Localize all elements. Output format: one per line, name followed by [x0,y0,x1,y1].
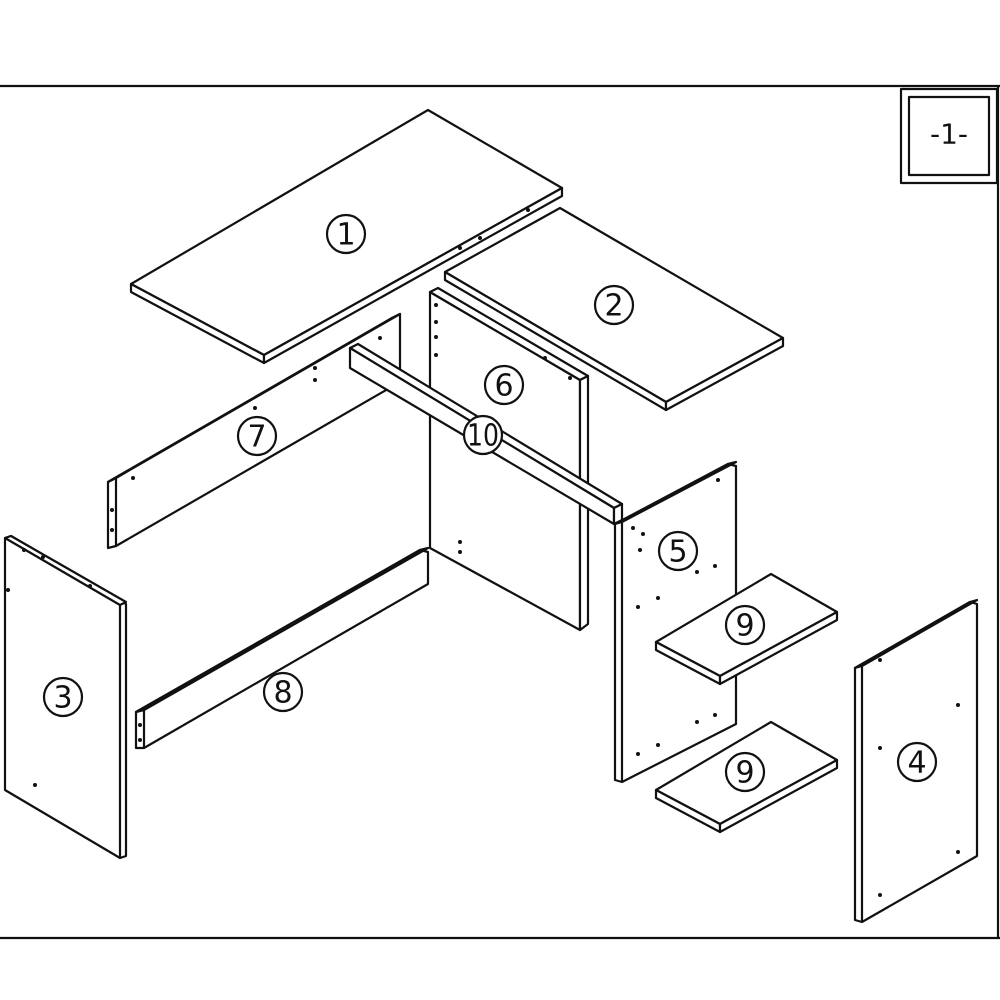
callout-circle-9b [724,751,766,793]
part-label-8: 8 [273,676,292,711]
callout-circle-7 [236,415,278,457]
callout-circle-9a [724,604,766,646]
panel-6 [428,286,590,632]
part-label-5: 5 [668,535,687,570]
callout-circle-10 [462,414,504,456]
part-label-9b: 9 [735,756,754,791]
callout-circle-5 [657,530,699,572]
part-label-4: 4 [907,746,926,781]
part-label-3: 3 [53,681,72,716]
step-number-box [899,87,999,185]
callout-circle-4 [896,741,938,783]
diagram-frame [0,84,1000,940]
callout-circle-2 [593,284,635,326]
panel-8 [134,546,430,750]
callout-circle-8 [262,671,304,713]
callout-circle-3 [42,676,84,718]
part-label-1: 1 [336,218,355,253]
callout-circle-6 [483,364,525,406]
callout-circle-1 [325,213,367,255]
part-callouts [42,213,938,793]
part-label-2: 2 [604,289,623,324]
part-label-10: 10 [467,419,499,454]
part-label-7: 7 [247,420,266,455]
step-number: -1- [930,118,968,151]
part-label-9a: 9 [735,609,754,644]
part-label-6: 6 [494,369,513,404]
panel-5 [613,460,738,784]
